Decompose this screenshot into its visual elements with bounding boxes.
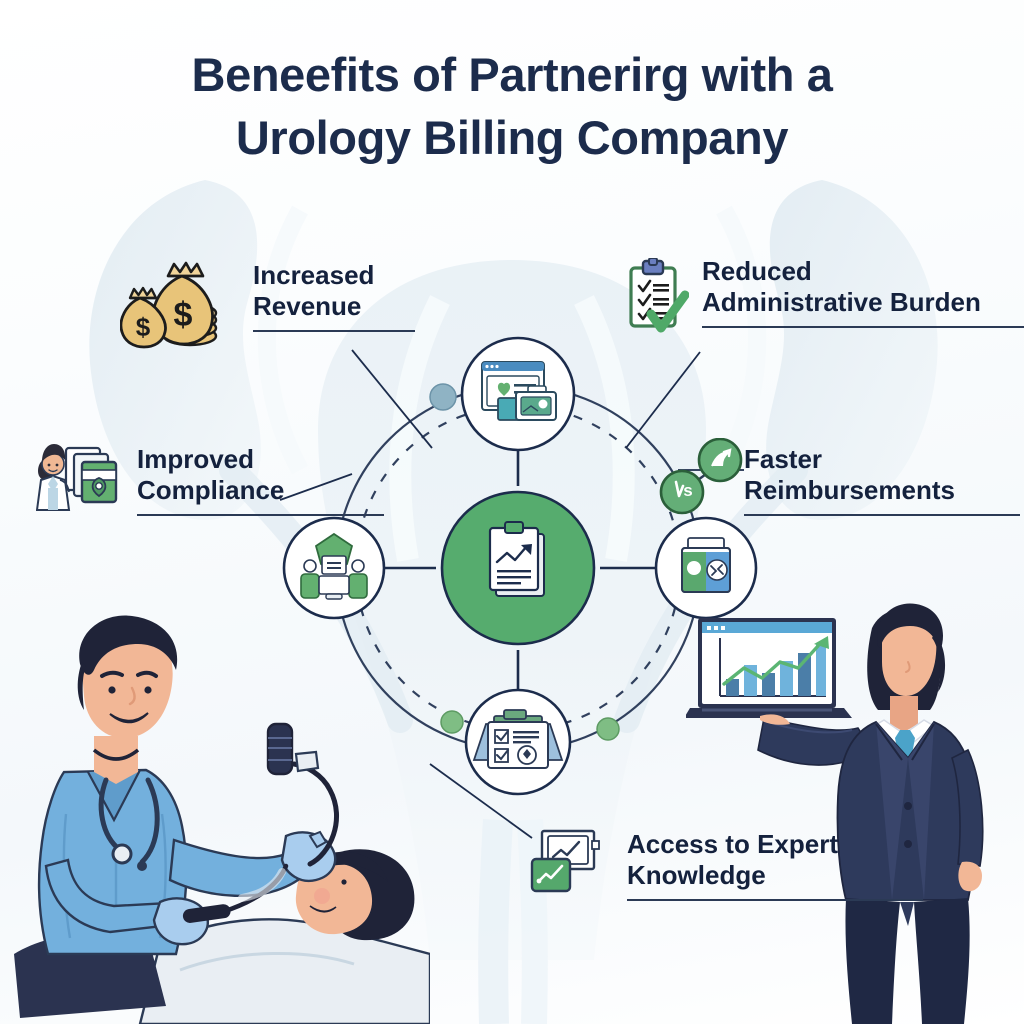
svg-text:$: $ (136, 312, 151, 342)
orbit-dot-bottom-left (440, 710, 464, 734)
orbit-ring-dashed (354, 404, 682, 732)
title-line-2: Urology Billing Company (235, 110, 789, 164)
benefit-text: Increased Revenue (253, 260, 415, 333)
laptop-chart-bar (798, 653, 811, 696)
benefit-improved-compliance[interactable]: Improved Compliance (35, 440, 384, 519)
hub-center (440, 490, 596, 646)
connector-reduced-admin (625, 351, 701, 449)
benefit-label-line-2: Revenue (253, 291, 362, 322)
benefit-increased-revenue[interactable]: $ $ Increased Revenue (119, 258, 415, 359)
browser-window-card-icon (481, 361, 557, 421)
laptop-chart-bar (780, 661, 793, 696)
node-bottom (464, 688, 572, 796)
benefit-label-line-2: Compliance (137, 475, 285, 506)
hub-circle (440, 490, 596, 646)
laptop-chart-bar (816, 643, 826, 696)
title-line-1: Beneefits of Partnerirg with a (191, 48, 833, 101)
clipboard-growth-chart-icon (488, 521, 545, 597)
orbit-ring-solid (334, 384, 702, 752)
file-box-sync-icon (681, 537, 731, 593)
benefit-underline (702, 326, 1024, 329)
connector-increased-revenue (351, 349, 433, 449)
benefit-underline (137, 514, 384, 517)
money-bags-icon: $ $ (119, 254, 228, 355)
benefit-label-line-1: Improved (137, 444, 255, 474)
benefit-underline (627, 899, 923, 902)
benefit-underline (744, 514, 1020, 517)
page-title: Beneefits of Partnerirg with a Urology B… (0, 44, 1024, 169)
benefit-label-line-2: Knowledge (627, 860, 766, 891)
benefit-label-line-1: Faster (744, 444, 823, 474)
benefit-faster-reimbursements[interactable]: s Faster Reimbursements (659, 437, 1020, 517)
businesswoman-laptop-illustration (684, 600, 1024, 1024)
benefit-text: Improved Compliance (137, 444, 384, 517)
doctor-endoscopy-illustration (10, 614, 432, 1024)
patient-consult-icon (300, 532, 368, 600)
laptop-chart-trendline (722, 644, 820, 686)
laptop-chart-bar (726, 679, 739, 696)
svg-text:s: s (683, 481, 692, 500)
benefit-access-to-expert-knowledge[interactable]: Access to Expert Knowledge (530, 827, 923, 902)
node-top (460, 336, 576, 452)
chart-screens-icon (530, 827, 608, 902)
benefit-reduced-administrative-burden[interactable]: Reduced Administrative Burden (625, 256, 1024, 337)
laptop-chart-bar (744, 665, 757, 696)
connector-access-expert (429, 763, 533, 839)
benefit-text: Reduced Administrative Burden (702, 256, 1024, 329)
benefit-label-line-1: Increased (253, 260, 375, 290)
benefit-label-line-2: Administrative Burden (702, 287, 981, 318)
orbit-dot-bottom-right (596, 717, 620, 741)
benefit-text: Faster Reimbursements (744, 444, 1020, 517)
doctor-medical-records-icon (35, 442, 124, 519)
coins-transfer-icon: s (658, 437, 750, 521)
node-left (282, 516, 386, 620)
node-right (654, 516, 758, 620)
orbit-dot-top-left (429, 383, 457, 411)
checklist-clipboard-icon (472, 709, 564, 769)
laptop-chart-bar (762, 673, 775, 696)
benefit-label-line-1: Reduced (702, 256, 812, 286)
benefit-label-line-1: Access to Expert (627, 829, 838, 859)
clipboard-checklist-check-icon (625, 257, 690, 339)
benefit-underline (253, 330, 415, 333)
svg-text:$: $ (174, 296, 193, 334)
benefit-label-line-2: Reimbursements (744, 475, 955, 506)
benefit-text: Access to Expert Knowledge (627, 829, 923, 902)
